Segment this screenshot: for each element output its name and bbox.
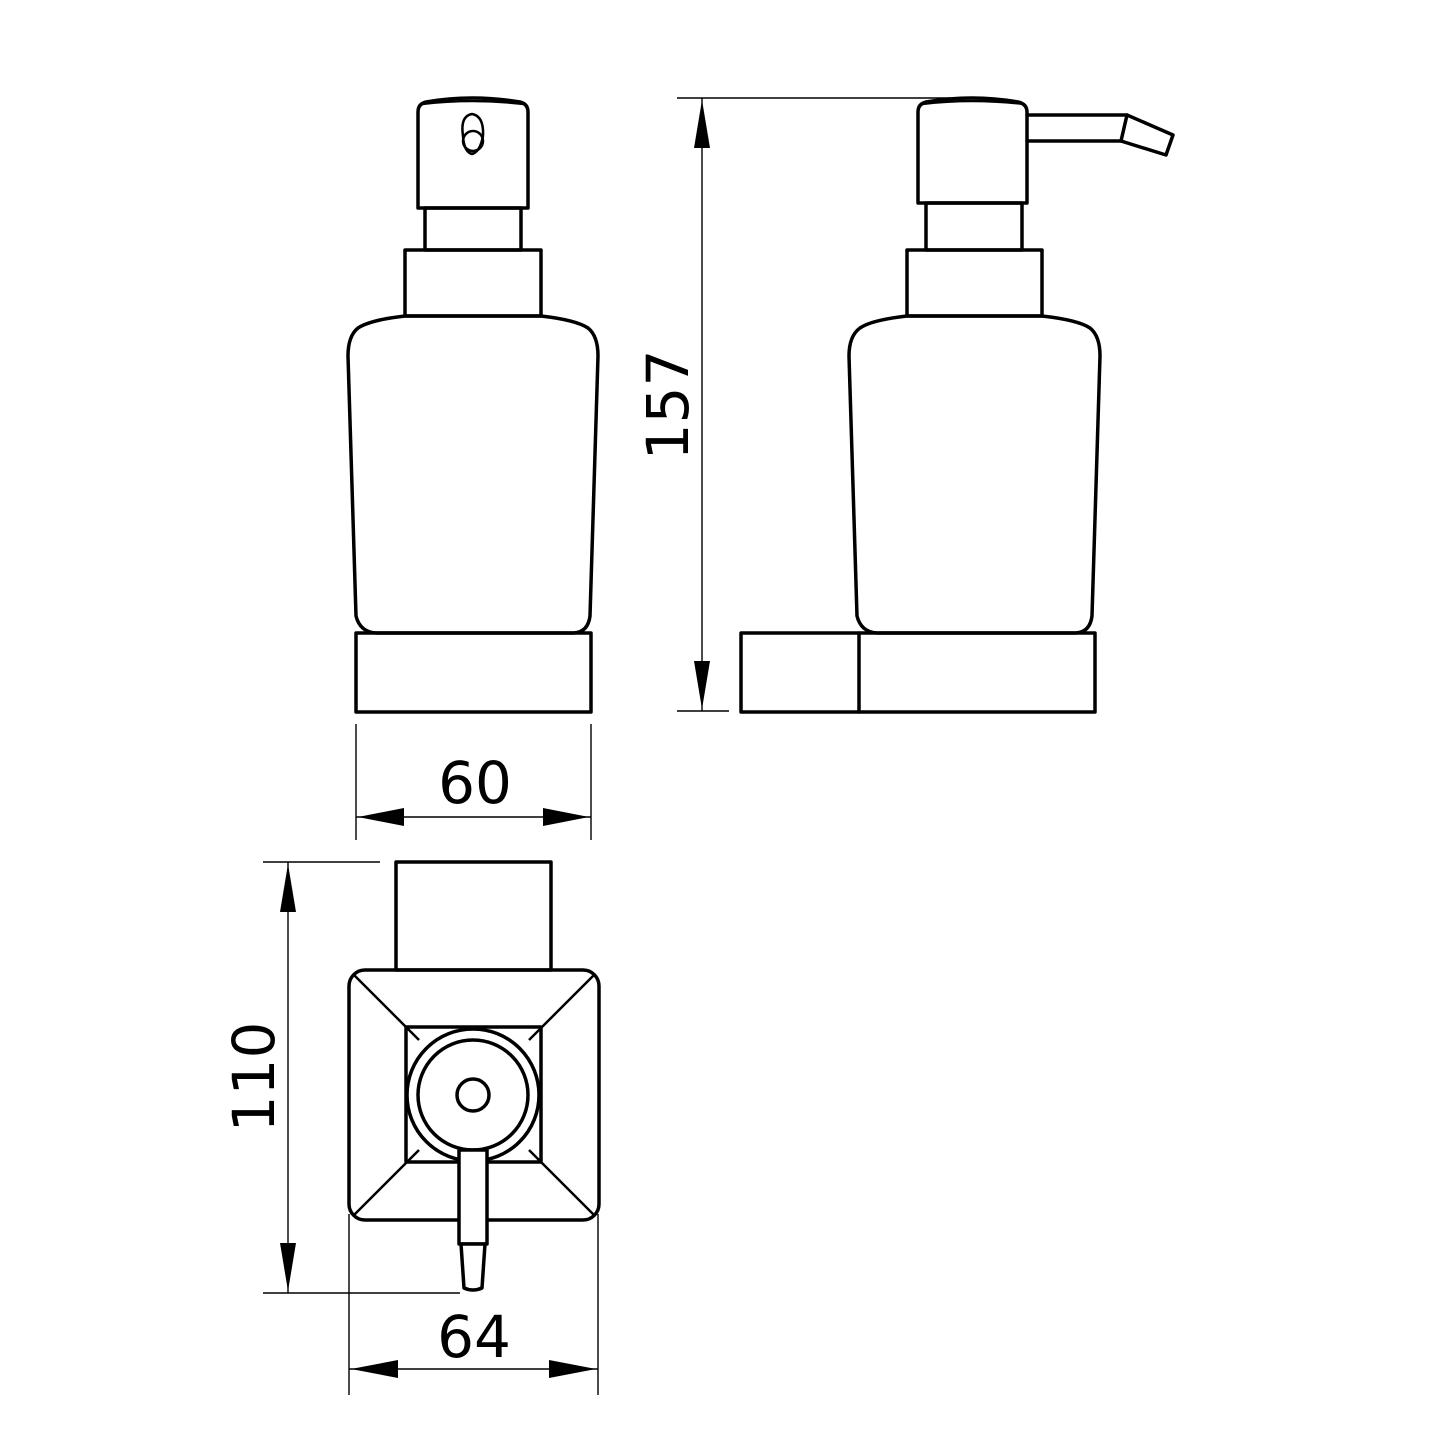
- nozzle-hole-icon: [461, 112, 485, 156]
- bottle-body-side: [847, 314, 1102, 635]
- nozzle-circle: [455, 1077, 491, 1113]
- dimension-top-depth: 110: [220, 861, 460, 1294]
- wall-plate-top: [394, 860, 553, 972]
- dimension-front-width: 60: [355, 724, 592, 840]
- dimension-label-60: 60: [438, 749, 512, 817]
- pump-head-inner-circle: [416, 1038, 530, 1152]
- pump-head: [416, 96, 530, 210]
- pump-collar: [403, 248, 543, 318]
- pump-collar-side: [905, 248, 1044, 318]
- pump-head-outer-circle: [405, 1027, 541, 1163]
- pump-stem: [423, 206, 523, 252]
- bevel-lines: [353, 974, 595, 1216]
- base-block-side: [739, 631, 1097, 714]
- top-view: [347, 860, 601, 1292]
- base-block: [354, 631, 593, 714]
- pump-stem-side: [924, 201, 1024, 252]
- spout: [1025, 113, 1175, 157]
- pump-head-side: [916, 96, 1029, 205]
- front-view: [346, 96, 600, 714]
- dimension-label-110: 110: [220, 1022, 288, 1133]
- dimension-overall-height: 157: [634, 97, 950, 712]
- dimension-top-width: 64: [348, 1214, 599, 1395]
- side-view: [739, 96, 1175, 714]
- dimension-label-157: 157: [634, 350, 702, 461]
- spout-top: [457, 1148, 489, 1292]
- dimension-label-64: 64: [437, 1303, 511, 1371]
- bottle-body: [346, 314, 600, 635]
